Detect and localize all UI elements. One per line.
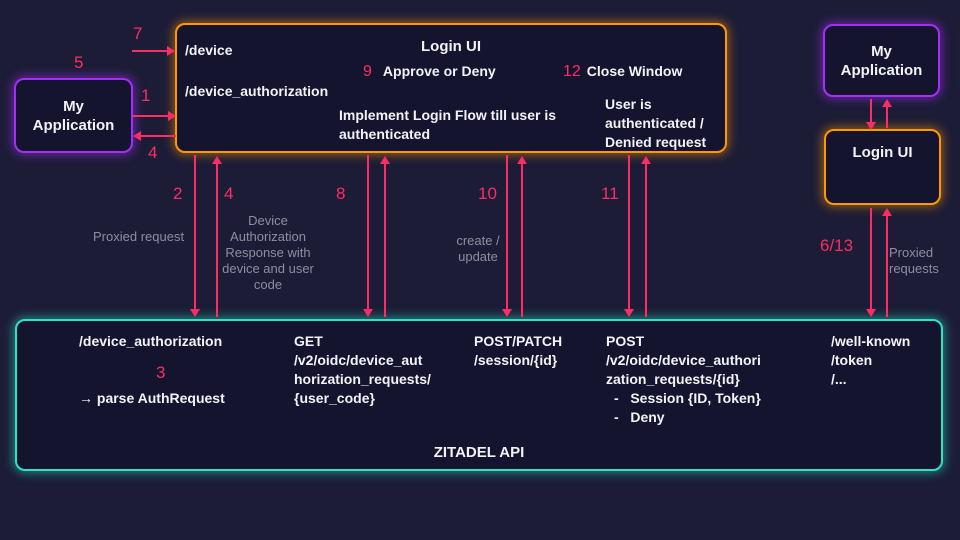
arrow-step8-down — [363, 155, 373, 317]
arrow-step7-right — [132, 46, 175, 56]
step-4-left-number: 4 — [148, 143, 158, 162]
arrow-step613-response-up — [882, 208, 892, 317]
api-device-authorization-endpoint: /device_authorization — [79, 333, 223, 349]
create-update-caption: create / update — [456, 233, 500, 264]
device-auth-response-caption: Device Authorization Response with devic… — [222, 213, 314, 292]
arrow-step613-down — [866, 208, 876, 317]
step-4-mid-number: 4 — [224, 184, 234, 203]
approve-or-deny-label: Approve or Deny — [382, 63, 496, 79]
step-5-number: 5 — [74, 53, 84, 72]
my-application-left-label: My Application — [32, 97, 115, 134]
post-device-authorization-requests-endpoint: POST /v2/oidc/device_authori zation_requ… — [606, 333, 761, 387]
post-item-session: - Session {ID, Token} — [614, 390, 761, 406]
step-2-number: 2 — [173, 184, 183, 203]
login-ui-title: Login UI — [421, 38, 481, 55]
step-11-number: 11 — [601, 184, 619, 203]
device-endpoint-label: /device — [185, 42, 233, 58]
my-application-left-box: My Application — [14, 78, 133, 153]
arrow-login-to-app-up — [882, 99, 892, 128]
user-authenticated-note: User is authenticated / Denied request — [605, 96, 707, 150]
get-device-authorization-requests-endpoint: GET /v2/oidc/device_aut horization_reque… — [294, 333, 431, 406]
arrow-step11-response-up — [641, 156, 651, 317]
arrow-step4-up — [212, 156, 222, 317]
login-flow-note: Implement Login Flow till user is authen… — [339, 107, 557, 142]
step-7-number: 7 — [133, 24, 143, 43]
post-patch-session-endpoint: POST/PATCH /session/{id} — [474, 333, 563, 368]
step-6-13-number: 6/13 — [820, 236, 854, 255]
my-application-right-box: My Application — [823, 24, 940, 97]
arrow-step4-return-left — [133, 131, 176, 141]
my-application-right-label: My Application — [840, 42, 923, 79]
proxied-requests-caption: Proxied requests — [889, 245, 939, 276]
step-1-number: 1 — [141, 86, 151, 105]
login-ui-right-box: Login UI — [824, 129, 941, 205]
post-item-deny: - Deny — [614, 409, 665, 425]
step-10-number: 10 — [478, 184, 497, 203]
proxied-request-caption: Proxied request — [93, 229, 185, 244]
close-window-label: Close Window — [586, 63, 683, 79]
zitadel-api-title: ZITADEL API — [433, 444, 525, 461]
parse-authrequest-note: → parse AuthRequest — [79, 390, 225, 406]
arrow-step1-right — [133, 111, 176, 121]
step-9-row: 9 Approve or Deny — [363, 62, 496, 81]
device-authorization-endpoint-label: /device_authorization — [185, 83, 329, 99]
arrow-step8-response-up — [380, 156, 390, 317]
arrow-step11-down — [624, 155, 634, 317]
step-8-number: 8 — [336, 184, 346, 203]
arrow-step10-response-up — [517, 156, 527, 317]
step-12-row: 12 Close Window — [563, 62, 682, 81]
step-12-number: 12 — [563, 63, 581, 80]
device-login-ui-box: /device /device_authorization Login UI 9… — [175, 23, 727, 153]
wellknown-token-endpoint: /well-known /token /... — [831, 333, 911, 387]
login-ui-right-label: Login UI — [852, 144, 913, 161]
arrow-app-to-login-down — [866, 99, 876, 130]
arrow-step10-down — [502, 155, 512, 317]
zitadel-api-box: /device_authorization 3 → parse AuthRequ… — [15, 319, 943, 471]
step-3-number: 3 — [156, 363, 166, 382]
step-9-number: 9 — [363, 63, 372, 80]
arrow-step2-down — [190, 155, 200, 317]
